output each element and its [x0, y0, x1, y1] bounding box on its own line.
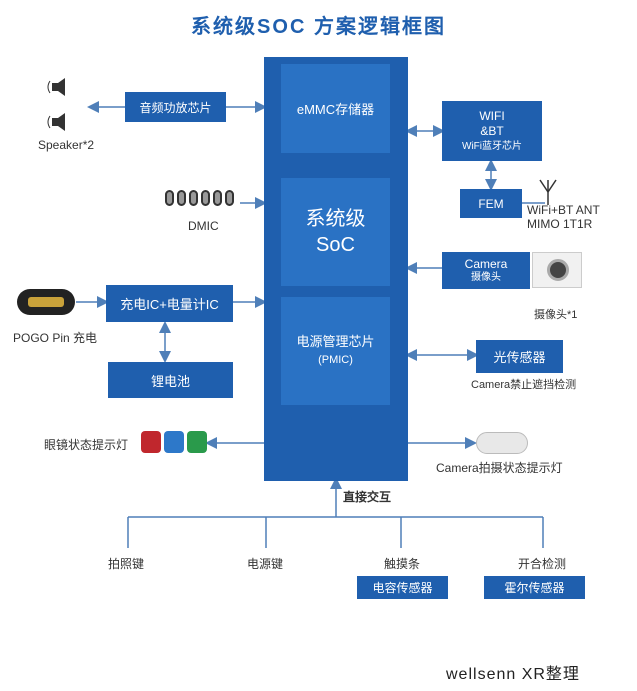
open-close-detect-label: 开合检测	[518, 557, 567, 571]
lamp-icon	[476, 432, 528, 454]
soc-core-box: 系统级 SoC	[281, 178, 390, 286]
audio-amp-chip: 音频功放芯片	[125, 92, 226, 122]
camera-count-label: 摄像头*1	[534, 309, 578, 321]
pogo-pin-icon	[17, 289, 75, 315]
wifi-label-2: &BT	[480, 123, 504, 138]
camera-led-label: Camera拍摄状态提示灯	[436, 461, 563, 475]
wifi-bt-chip: WIFI &BT WiFi蓝牙芯片	[442, 101, 542, 161]
camera-label-1: Camera	[464, 256, 508, 271]
led-icon	[141, 431, 207, 453]
soc-core-label-2: SoC	[316, 234, 355, 256]
speaker-icon	[46, 77, 68, 102]
pogo-label: POGO Pin 充电	[13, 331, 98, 345]
glasses-led-label: 眼镜状态提示灯	[44, 438, 129, 452]
charge-ic-label: 充电IC+电量计IC	[120, 297, 219, 312]
dmic-label: DMIC	[188, 219, 219, 233]
light-sensor-desc: Camera禁止遮挡检测	[471, 379, 577, 391]
charge-ic-box: 充电IC+电量计IC	[106, 285, 233, 322]
antenna-label-2: MIMO 1T1R	[527, 217, 593, 231]
speaker-label: Speaker*2	[38, 138, 95, 152]
audio-amp-label: 音频功放芯片	[139, 100, 212, 115]
pmic-label-2: (PMIC)	[318, 354, 353, 366]
fem-label: FEM	[478, 196, 504, 211]
fem-box: FEM	[460, 189, 522, 218]
battery-box: 锂电池	[108, 362, 233, 398]
touch-bar-label: 触摸条	[384, 557, 421, 571]
pmic-label-1: 电源管理芯片	[296, 334, 375, 349]
battery-label: 锂电池	[150, 373, 190, 389]
emmc-box: eMMC存储器	[281, 64, 390, 153]
power-key-label: 电源键	[247, 557, 284, 571]
microphone-icon	[165, 190, 234, 206]
hall-sensor-box: 霍尔传感器	[484, 576, 585, 599]
emmc-label: eMMC存储器	[296, 102, 375, 117]
direct-interaction-label: 直接交互	[343, 490, 392, 504]
soc-core-label-1: 系统级	[305, 208, 366, 230]
photo-key-label: 拍照键	[108, 557, 145, 571]
wifi-label-1: WIFI	[479, 108, 505, 123]
capacitive-sensor-box: 电容传感器	[357, 576, 448, 599]
camera-module-icon	[532, 252, 582, 288]
wifi-label-3: WiFi蓝牙芯片	[462, 140, 522, 152]
pmic-box: 电源管理芯片 (PMIC)	[281, 297, 390, 405]
camera-label-2: 摄像头	[471, 271, 501, 283]
light-sensor-label: 光传感器	[493, 350, 546, 365]
antenna-label: WiFi+BT ANT MIMO 1T1R	[527, 203, 600, 231]
hall-sensor-label: 霍尔传感器	[504, 581, 565, 595]
light-sensor-box: 光传感器	[476, 340, 563, 373]
antenna-label-1: WiFi+BT ANT	[527, 203, 600, 217]
camera-box: Camera 摄像头	[442, 252, 530, 289]
antenna-icon	[539, 179, 557, 205]
capacitive-sensor-label: 电容传感器	[372, 581, 433, 595]
speaker-icon	[46, 112, 68, 137]
footer-credit: wellsenn XR整理	[446, 666, 580, 683]
page-title: 系统级SOC 方案逻辑框图	[191, 16, 446, 38]
